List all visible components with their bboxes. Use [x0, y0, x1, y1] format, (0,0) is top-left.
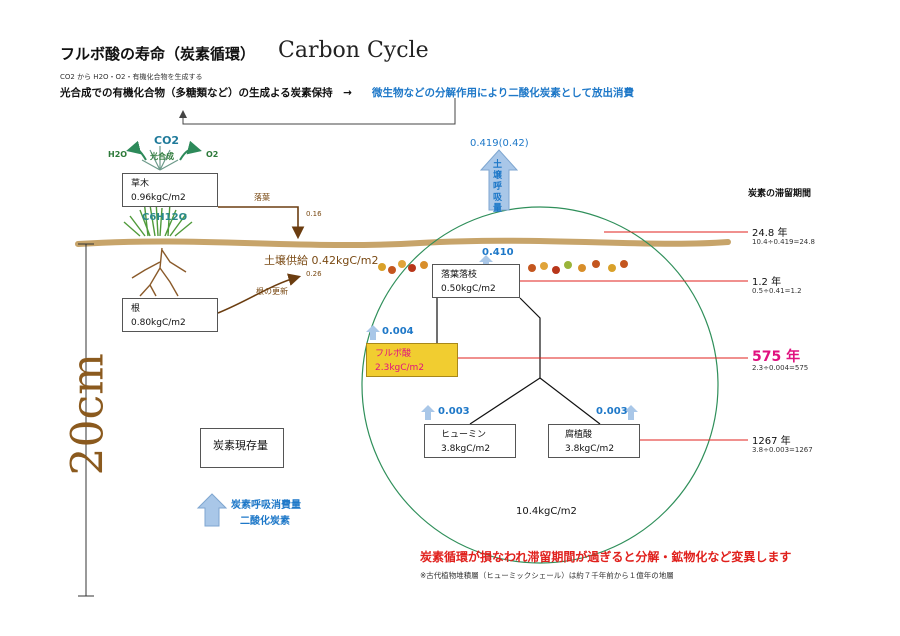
co2-label: CO2 — [154, 134, 180, 147]
humic-resp-value: 0.003 — [596, 406, 628, 417]
root-renewal-arrow — [217, 273, 302, 314]
soil-resp-value: 0.419(0.42) — [470, 138, 529, 149]
humic-value: 3.8kgC/m2 — [565, 444, 615, 454]
residence-years-4: 1267 年 — [752, 436, 791, 447]
page-title: フルボ酸の寿命（炭素循環） — [60, 45, 256, 63]
grass-icon — [123, 199, 193, 237]
humin-value: 3.8kgC/m2 — [441, 444, 491, 454]
fulvic-resp-arrow — [366, 325, 380, 340]
root-box: 根 0.80kgC/m2 — [122, 298, 218, 332]
humic-resp-arrow — [624, 405, 638, 420]
fulvic-box: フルボ酸 2.3kgC/m2 — [366, 343, 458, 377]
page-title-en: Carbon Cycle — [278, 38, 429, 63]
root-renewal-value: 0.26 — [306, 270, 322, 278]
soil-circle — [361, 206, 719, 564]
o2-label: O2 — [206, 150, 219, 159]
fulvic-resp-value: 0.004 — [382, 326, 414, 337]
subtitle-main: 光合成での有機化合物（多糖類など）の生成よる炭素保持 → — [60, 87, 352, 99]
residence-calc-2: 0.5÷0.41=1.2 — [752, 287, 802, 295]
leaf-fall-arrow — [218, 206, 305, 240]
grass-box: 草木 0.96kgC/m2 — [122, 173, 218, 207]
residence-years-2: 1.2 年 — [752, 277, 782, 288]
depth-label: 20cm — [62, 353, 114, 476]
carbon-stock-box: 炭素現存量 — [200, 428, 284, 468]
grass-value: 0.96kgC/m2 — [131, 193, 186, 203]
h2o-arrow — [126, 140, 147, 161]
plant-leaves-icon — [141, 146, 179, 171]
litter-box: 落葉落枝 0.50kgC/m2 — [432, 264, 520, 298]
leaf-fall-label: 落葉 — [254, 193, 270, 202]
humin-resp-arrow — [421, 405, 435, 420]
autumn-leaves-icon — [378, 260, 628, 274]
photosynthesis-label: 光合成 — [150, 152, 174, 161]
c6h12o-label: C6H12O — [142, 212, 188, 223]
residence-calc-4: 3.8÷0.003=1267 — [752, 446, 813, 454]
soil-surface — [75, 237, 731, 249]
footer-note: ※古代植物堆積層（ヒューミックシェール）は約７千年前から１億年の地層 — [420, 571, 674, 580]
legend-line2: 二酸化炭素 — [240, 516, 290, 527]
circle-total: 10.4kgC/m2 — [516, 506, 577, 517]
subtitle-blue: 微生物などの分解作用により二酸化炭素として放出消費 — [372, 87, 634, 99]
legend-line1: 炭素呼吸消費量 — [231, 500, 301, 511]
residence-calc-1: 10.4÷0.419=24.8 — [752, 238, 815, 246]
grass-name: 草木 — [131, 179, 150, 189]
connection-lines — [436, 297, 601, 425]
residence-lines — [458, 231, 748, 441]
h2o-label: H2O — [108, 150, 128, 159]
root-name: 根 — [131, 304, 141, 314]
residence-calc-3: 2.3÷0.004=575 — [752, 364, 809, 372]
fulvic-name: フルボ酸 — [375, 349, 412, 359]
roots-icon — [131, 247, 187, 297]
humic-box: 腐植酸 3.8kgC/m2 — [548, 424, 640, 458]
residence-years-1: 24.8 年 — [752, 228, 788, 239]
soil-supply-label: 土壌供給 0.42kgC/m2 — [264, 254, 379, 267]
soil-respiration-arrow — [479, 149, 519, 211]
litter-value: 0.50kgC/m2 — [441, 284, 496, 294]
legend-arrow-icon — [196, 493, 228, 527]
humin-box: ヒューミン 3.8kgC/m2 — [424, 424, 516, 458]
subtitle-small: CO2 から H2O・O2・有機化合物を生成する — [60, 73, 203, 81]
humic-name: 腐植酸 — [565, 430, 593, 440]
leaf-fall-value: 0.16 — [306, 210, 322, 218]
o2-arrow — [179, 140, 202, 161]
litter-resp-arrow — [479, 255, 493, 270]
root-value: 0.80kgC/m2 — [131, 318, 186, 328]
humin-resp-value: 0.003 — [438, 406, 470, 417]
fulvic-value: 2.3kgC/m2 — [375, 363, 425, 373]
carbon-stock-label: 炭素現存量 — [213, 439, 268, 452]
residence-header: 炭素の滞留期間 — [748, 189, 812, 199]
soil-resp-label: 土壌呼吸量 — [493, 160, 503, 214]
feedback-bracket — [179, 98, 456, 125]
litter-name: 落葉落枝 — [441, 270, 478, 280]
footer-warning: 炭素循環が損なわれ滞留期間が過ぎると分解・鉱物化など変異します — [420, 550, 792, 564]
litter-resp-value: 0.410 — [482, 247, 514, 258]
residence-years-3: 575 年 — [752, 349, 801, 365]
humin-name: ヒューミン — [441, 430, 487, 440]
root-renewal-label: 根の更新 — [256, 287, 288, 296]
